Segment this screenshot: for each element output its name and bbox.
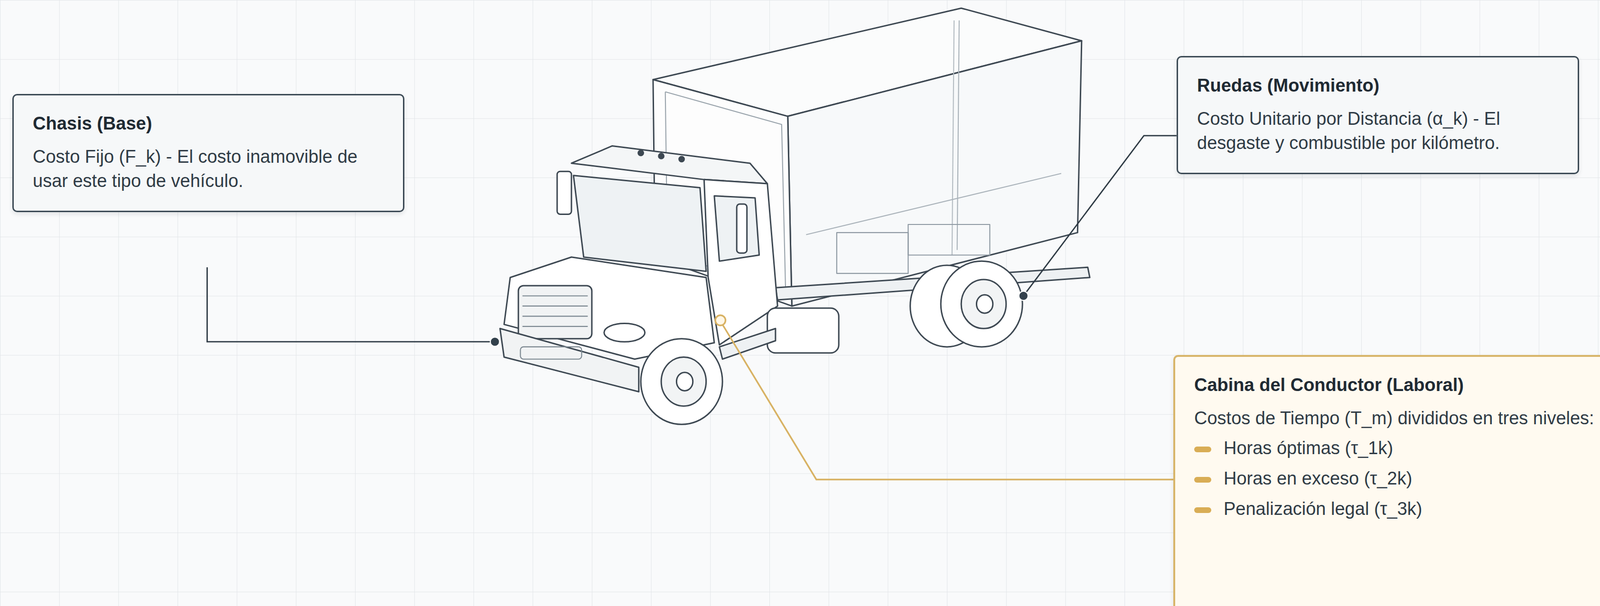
callout-body: Costos de Tiempo (T_m) divididos en tres… [1194,406,1600,431]
bullet-item: Penalización legal (τ_3k) [1194,496,1600,522]
mirror [557,171,572,215]
leader-chasis [206,267,495,342]
callout-heading: Cabina del Conductor (Laboral) [1194,373,1600,398]
callout-heading: Ruedas (Movimiento) [1197,73,1559,99]
bumper [499,328,639,392]
cab-window [714,196,760,262]
truck [499,8,1090,425]
callout-box: Ruedas (Movimiento) Costo Unitario por Di… [1176,56,1580,175]
front-wheel [640,338,723,425]
bullet-item: Horas óptimas (τ_1k) [1194,436,1600,461]
callout-box: Chasis (Base) Costo Fijo (F_k) - El costo… [12,93,405,213]
leader-dot [1019,291,1029,301]
callout-heading: Chasis (Base) [32,111,384,137]
rear-wheel [910,261,1023,347]
callout-box: Cabina del Conductor (Laboral) Costos de … [1173,355,1600,606]
bullet-item: Horas en exceso (τ_2k) [1194,466,1600,492]
grille [518,285,592,339]
callout-body: Costo Fijo (F_k) - El costo inamovible d… [32,144,384,194]
callout-body: Costo Unitario por Distancia (α_k) - El … [1197,106,1559,156]
leader-ruedas [1023,135,1177,297]
cab-side [703,179,778,345]
cargo-side [787,40,1082,307]
headlight [604,323,646,342]
leader-ring [715,315,726,326]
cargo-inner-side [957,20,960,251]
windshield [573,175,706,272]
leader-cabina [722,324,1174,480]
leader-dot [490,337,500,347]
fuel-tank [767,308,839,354]
